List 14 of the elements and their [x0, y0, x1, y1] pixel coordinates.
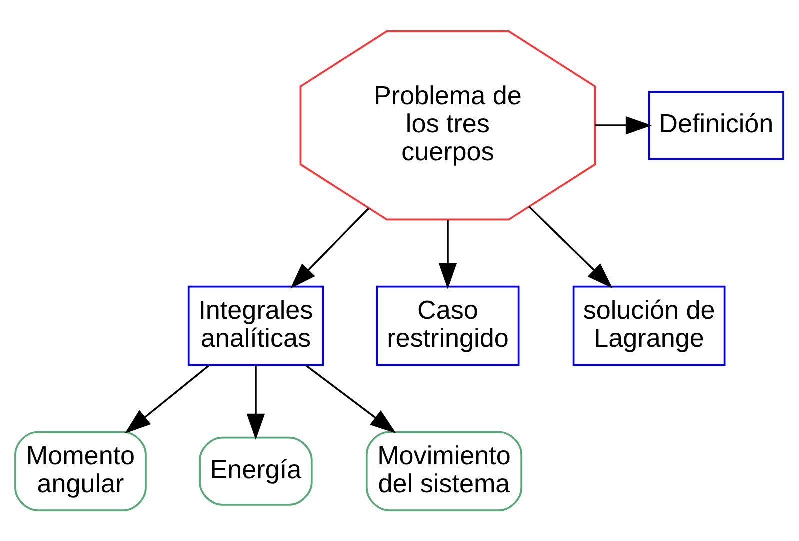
arrow: [246, 365, 266, 440]
arrow: [125, 364, 210, 434]
node-box: Momento angular: [14, 430, 147, 511]
node-box: solución de Lagrange: [572, 285, 726, 366]
arrow: [595, 116, 652, 134]
arrow: [305, 364, 396, 433]
arrow: [438, 220, 458, 289]
arrow: [290, 207, 370, 288]
node-box: Energía: [199, 436, 313, 506]
node-box: Integrales analíticas: [188, 285, 324, 366]
node-box: Caso restringido: [376, 285, 520, 366]
arrow: [528, 206, 613, 288]
node-box: Movimiento del sistema: [366, 430, 523, 511]
node-box: Definición: [648, 90, 784, 160]
